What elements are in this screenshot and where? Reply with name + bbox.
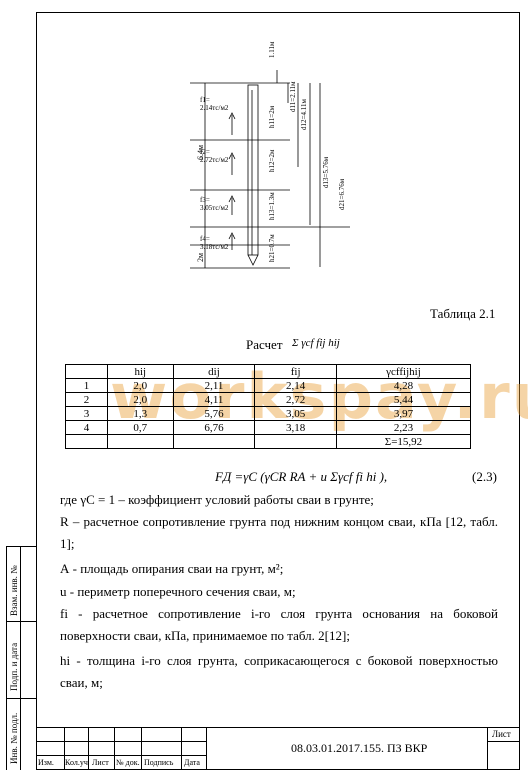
- table-cell: 2,0: [106, 392, 174, 407]
- page-frame: [36, 12, 520, 770]
- sheet-label: Лист: [492, 729, 511, 739]
- stamp-col-doc: № док.: [116, 758, 140, 767]
- h21-label: h21=0.7м: [268, 234, 276, 262]
- table-cell: 0,7: [106, 420, 174, 435]
- table-cell: [65, 434, 108, 449]
- d11-label: d11=2.11м: [289, 81, 297, 112]
- formula-number: (2.3): [472, 469, 497, 484]
- table-cell: 5,44: [335, 392, 472, 407]
- table-cell: 4,28: [335, 378, 472, 393]
- table-cell: 3,97: [335, 406, 472, 421]
- table-cell: 3,18: [254, 420, 337, 435]
- table-header-cell: dij: [172, 364, 256, 379]
- table-cell: 2,72: [254, 392, 337, 407]
- table-caption: Таблица 2.1: [430, 306, 496, 321]
- calc-title: Расчет: [246, 337, 283, 352]
- table-cell: 4: [65, 420, 108, 435]
- drawing-top-dim: 1.11м: [268, 41, 276, 58]
- pile-diagram: [190, 70, 350, 269]
- h12-label: h12=2м: [268, 149, 276, 172]
- table-cell: 3,05: [254, 406, 337, 421]
- table-row: 3 1,3 5,76 3,05 3,97: [65, 406, 472, 421]
- sidebar-label-sign: Подп. и дата: [9, 642, 19, 691]
- formula: FД =γC (γCR RA + u Σγcf fi hi ),: [215, 469, 388, 484]
- paragraph: u - периметр поперечного сечения сваи, м…: [60, 584, 296, 599]
- calc-table: hij dij fij γcffijhij 1 2,0 2,11 2,14 4,…: [65, 364, 472, 449]
- table-header-cell: hij: [106, 364, 174, 379]
- table-cell: Σ=15,92: [335, 434, 472, 449]
- table-header-row: hij dij fij γcffijhij: [65, 364, 472, 379]
- table-header-cell: [65, 364, 108, 379]
- table-cell: 3: [65, 406, 108, 421]
- table-cell: 4,11: [172, 392, 256, 407]
- doc-code: 08.03.01.2017.155. ПЗ ВКР: [291, 741, 428, 755]
- table-cell: [106, 434, 174, 449]
- table-cell: 2,0: [106, 378, 174, 393]
- table-header-cell: γcffijhij: [335, 364, 472, 379]
- paragraph: hi - толщина i-го слоя грунта, соприкаса…: [60, 653, 498, 690]
- table-row: 2 2,0 4,11 2,72 5,44: [65, 392, 472, 407]
- calc-formula: Σ γcf fij hij: [292, 337, 340, 349]
- f4-label: f4= 3.18тс/м2: [200, 235, 229, 251]
- table-cell: [254, 434, 337, 449]
- table-row: 1 2,0 2,11 2,14 4,28: [65, 378, 472, 393]
- table-row: Σ=15,92: [65, 434, 472, 449]
- paragraph: где γC = 1 – коэффициент условий работы …: [60, 492, 374, 507]
- paragraph: R – расчетное сопротивление грунта под н…: [60, 514, 498, 551]
- stamp-col-date: Дата: [184, 758, 200, 767]
- f1-label: f1= 2.14тс/м2: [200, 96, 229, 112]
- table-cell: [172, 434, 256, 449]
- table-cell: 2,11: [172, 378, 256, 393]
- sidebar-label-inv: Инв. № подл.: [9, 712, 19, 764]
- stamp-col-izm: Изм.: [38, 758, 54, 767]
- paragraph: fi - расчетное сопротивление i-го слоя г…: [60, 606, 498, 643]
- table-cell: 6,76: [172, 420, 256, 435]
- table-cell: 2,23: [335, 420, 472, 435]
- f3-label: f3= 3.05тс/м2: [200, 196, 229, 212]
- left-sidebar-stamp: Взам. инв. № Подп. и дата Инв. № подл.: [6, 546, 36, 770]
- table-header-cell: fij: [254, 364, 337, 379]
- stamp-col-sign: Подпись: [144, 758, 174, 767]
- table-cell: 1: [65, 378, 108, 393]
- table-cell: 2: [65, 392, 108, 407]
- title-block: Изм. Кол.уч Лист № док. Подпись Дата 08.…: [36, 727, 520, 770]
- d21-label: d21=6.76м: [338, 178, 346, 210]
- table-cell: 1,3: [106, 406, 174, 421]
- table-cell: 2,14: [254, 378, 337, 393]
- stamp-col-kol: Кол.уч: [65, 758, 88, 767]
- paragraph: А - площадь опирания сваи на грунт, м²;: [60, 561, 284, 576]
- h11-label: h11=2м: [268, 105, 276, 128]
- table-row: 4 0,7 6,76 3,18 2,23: [65, 420, 472, 435]
- d12-label: d12=4.11м: [300, 99, 308, 130]
- sidebar-label-replace: Взам. инв. №: [9, 565, 19, 616]
- f2-label: f2= 2.72тс/м2: [200, 148, 229, 164]
- h13-label: h13=1.3м: [268, 192, 276, 220]
- drawing-bottom-dim: 2м: [196, 252, 205, 262]
- d13-label: d13=5.76м: [322, 156, 330, 188]
- table-cell: 5,76: [172, 406, 256, 421]
- stamp-col-list: Лист: [92, 758, 109, 767]
